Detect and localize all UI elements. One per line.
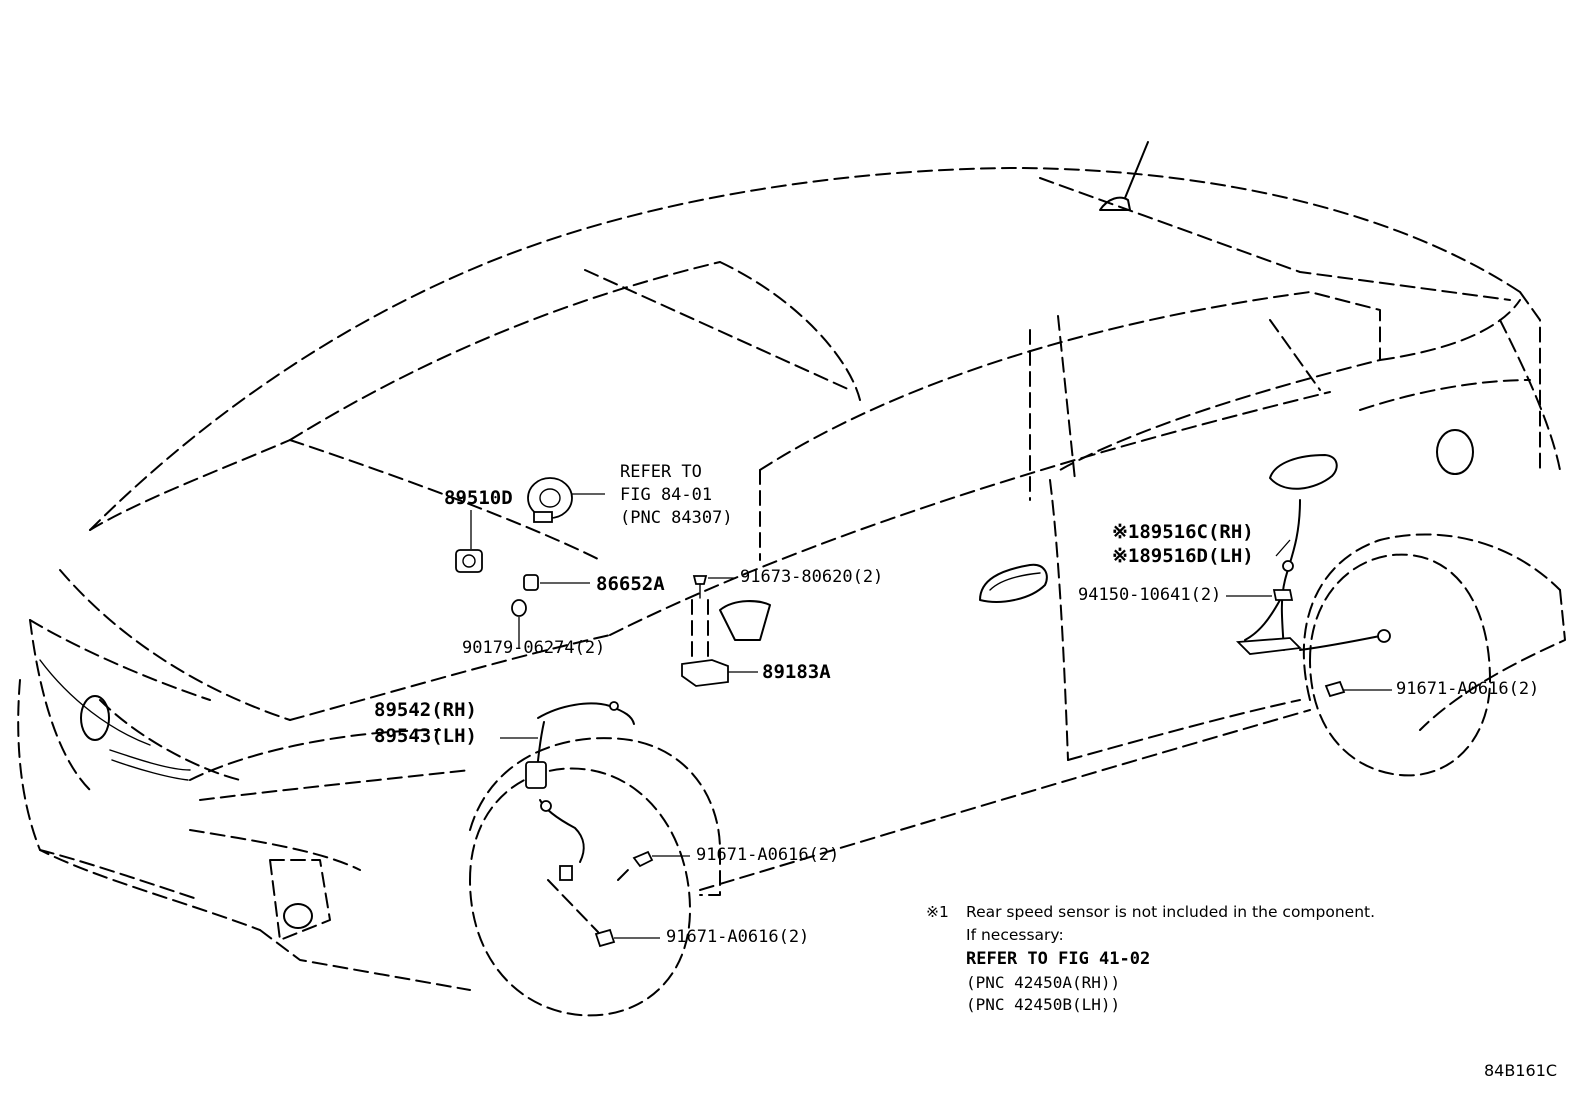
ref-line3: (PNC 84307): [620, 508, 733, 528]
label-89543[interactable]: 89543(LH): [374, 725, 477, 747]
label-89510d[interactable]: 89510D: [444, 487, 513, 509]
bolt-91671-upper[interactable]: [617, 850, 654, 881]
label-91673[interactable]: 91673-80620(2): [740, 567, 883, 587]
figure-code: 84B161C: [1484, 1061, 1557, 1080]
ref-line2: FIG 84-01: [620, 485, 712, 505]
label-90179[interactable]: 90179-06274(2): [462, 638, 605, 658]
car-body-outline: [17, 167, 1566, 991]
footnote: ※1 Rear speed sensor is not included in …: [926, 903, 1375, 1014]
footnote-line4: (PNC 42450A(RH)): [966, 973, 1120, 992]
label-89542[interactable]: 89542(RH): [374, 699, 477, 721]
footnote-line1: Rear speed sensor is not included in the…: [966, 903, 1375, 921]
leader-89516: [1275, 539, 1291, 557]
airbag-sensor-89510d[interactable]: [455, 549, 483, 573]
label-86652a[interactable]: 86652A: [596, 573, 665, 595]
part-labels: REFER TO FIG 84-01 (PNC 84307) 89510D 86…: [374, 462, 1539, 947]
label-91671-upper[interactable]: 91671-A0616(2): [696, 845, 839, 865]
bracket-89183a[interactable]: [681, 659, 729, 687]
front-speed-sensor-89542[interactable]: [525, 701, 635, 881]
label-94150[interactable]: 94150-10641(2): [1078, 585, 1221, 605]
footnote-mark: ※1: [926, 903, 949, 921]
footnote-line3: REFER TO FIG 41-02: [966, 949, 1150, 969]
bolt-91671-lower[interactable]: [547, 879, 616, 948]
nut-94150[interactable]: [1272, 589, 1294, 601]
label-89183a[interactable]: 89183A: [762, 661, 831, 683]
rear-speed-sensor-harness-89516[interactable]: [1235, 499, 1391, 655]
label-89516d[interactable]: ※189516D(LH): [1112, 545, 1254, 567]
label-91671-lower[interactable]: 91671-A0616(2): [666, 927, 809, 947]
screw-91673[interactable]: [692, 575, 708, 599]
label-91671-rear[interactable]: 91671-A0616(2): [1396, 679, 1539, 699]
footnote-line5: (PNC 42450B(LH)): [966, 995, 1120, 1014]
clip-86652a[interactable]: [523, 574, 539, 591]
nut-90179[interactable]: [511, 599, 527, 617]
ref-line1: REFER TO: [620, 462, 702, 482]
bolt-91671-rear[interactable]: [1324, 680, 1346, 698]
label-89516c[interactable]: ※189516C(RH): [1112, 521, 1254, 543]
footnote-line2: If necessary:: [966, 926, 1064, 944]
steering-angle-sensor[interactable]: [527, 477, 573, 523]
